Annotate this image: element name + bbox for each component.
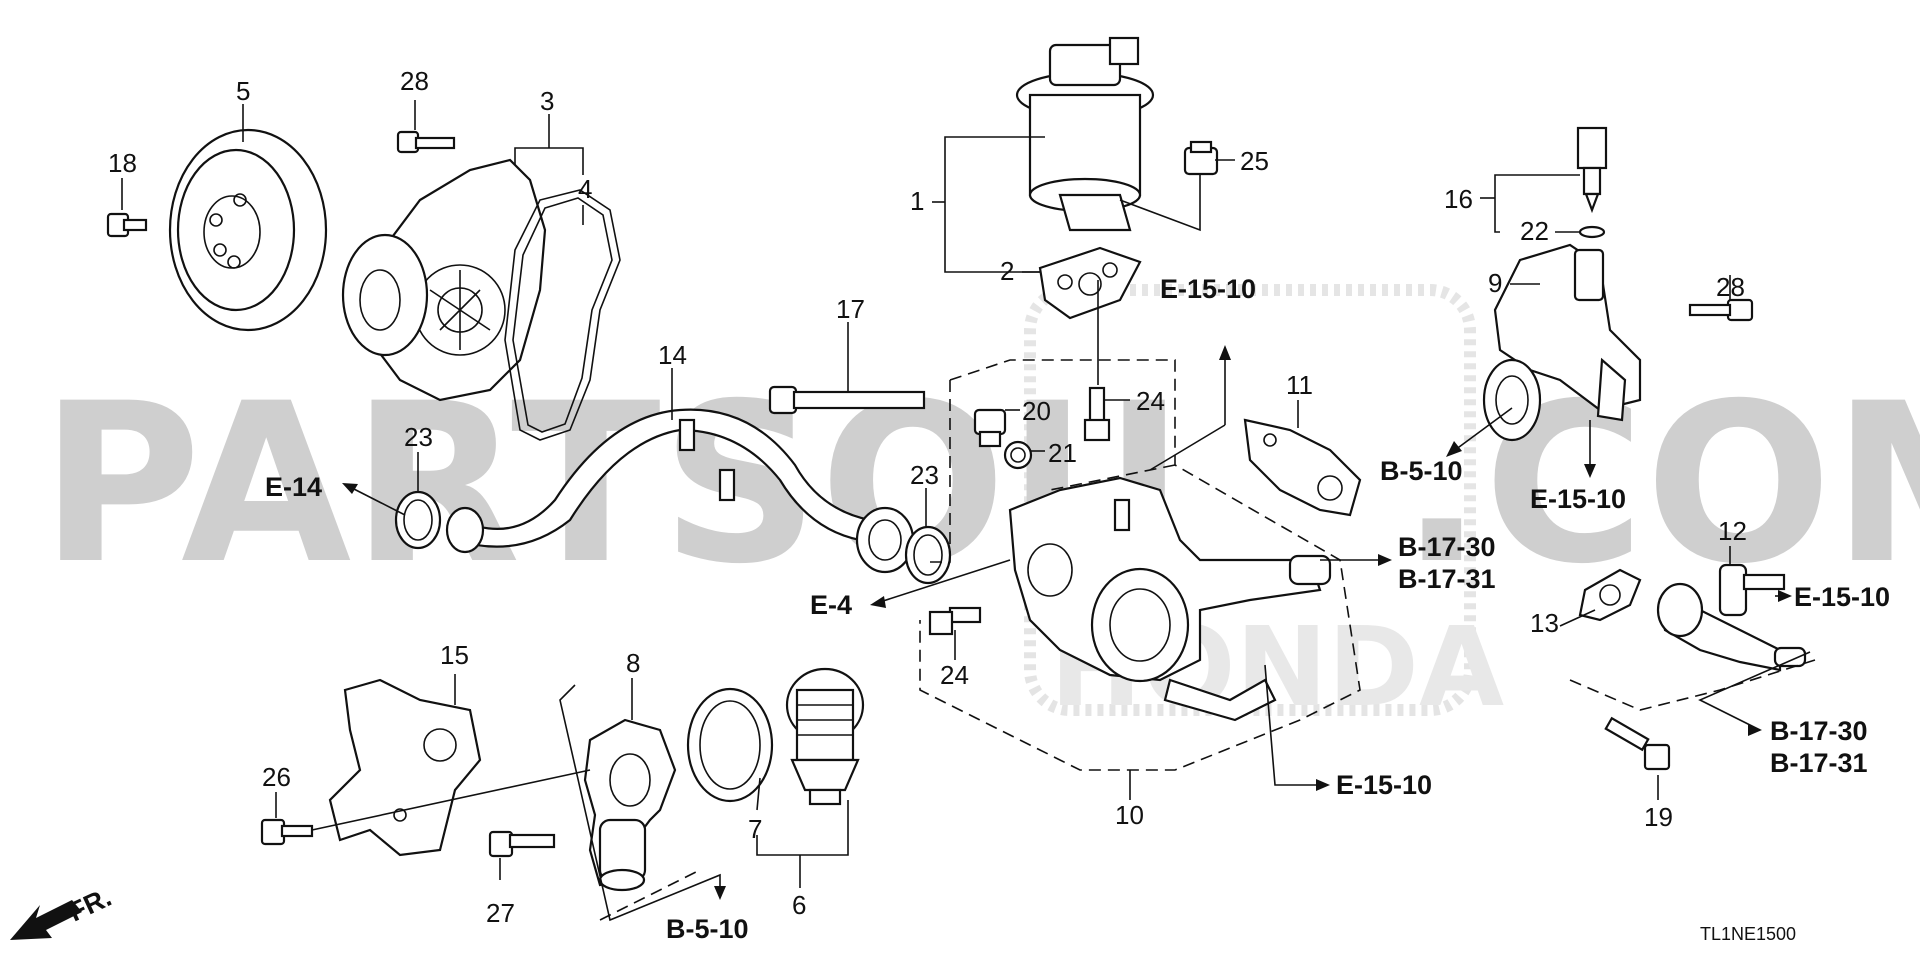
bracket-15 — [328, 678, 482, 857]
part-number-5: 5 — [236, 76, 250, 106]
water-hose-14 — [445, 408, 915, 574]
pulley-part — [168, 128, 328, 332]
ref-e-15-10-top: E-15-10 — [1160, 274, 1256, 304]
part-number-1: 1 — [910, 186, 924, 216]
part-number-17: 17 — [836, 294, 865, 324]
gasket-7 — [686, 687, 774, 803]
water-pump-part — [341, 158, 547, 402]
part-number-14: 14 — [658, 340, 687, 370]
leader-lines — [121, 100, 1731, 888]
part-number-22: 22 — [1520, 216, 1549, 246]
gasket-11 — [1243, 418, 1362, 517]
water-passage-10 — [1008, 476, 1332, 722]
part-number-21: 21 — [1048, 438, 1077, 468]
part-number-20: 20 — [1022, 396, 1051, 426]
part-number-13: 13 — [1530, 608, 1559, 638]
nut-25 — [1183, 140, 1219, 176]
part-number-labels: 5 18 28 3 4 1 2 25 16 22 9 28 17 14 23 2… — [108, 66, 1747, 928]
o-ring-21 — [1003, 440, 1033, 470]
washer-22 — [1578, 225, 1606, 239]
ref-e-14: E-14 — [265, 472, 322, 502]
part-number-28-right: 28 — [1716, 272, 1745, 302]
part-number-27: 27 — [486, 898, 515, 928]
bolt-27 — [488, 830, 556, 858]
part-number-7: 7 — [748, 814, 762, 844]
part-number-15: 15 — [440, 640, 469, 670]
ref-b-5-10-right: B-5-10 — [1380, 456, 1463, 486]
front-direction-arrow: FR. — [10, 882, 116, 940]
front-indicator-label: FR. — [64, 882, 116, 928]
egr-valve-part — [1015, 36, 1155, 232]
bolt-28-top — [396, 130, 456, 154]
o-ring-23-left — [394, 490, 442, 550]
part-number-25: 25 — [1240, 146, 1269, 176]
ref-b-17-31-right: B-17-31 — [1770, 748, 1868, 778]
part-number-3: 3 — [540, 86, 554, 116]
plug-20 — [973, 408, 1007, 448]
part-number-18: 18 — [108, 148, 137, 178]
water-pipe-12 — [1656, 563, 1807, 672]
part-number-24-bottom: 24 — [940, 660, 969, 690]
bolt-19 — [1604, 716, 1671, 771]
diagram-code: TL1NE1500 — [1700, 924, 1796, 944]
dashed-outlines — [599, 359, 1816, 921]
nipple-24-bottom — [928, 606, 982, 636]
part-number-23-right: 23 — [910, 460, 939, 490]
ref-e-4: E-4 — [810, 590, 852, 620]
bolt-17 — [768, 385, 926, 415]
bolt-18 — [106, 212, 148, 238]
part-number-10: 10 — [1115, 800, 1144, 830]
nipple-24-top — [1083, 386, 1111, 442]
o-ring-23-right — [904, 525, 952, 585]
bolt-28-right — [1688, 298, 1754, 322]
gasket-13 — [1578, 568, 1642, 622]
part-number-4: 4 — [578, 174, 592, 204]
part-number-19: 19 — [1644, 802, 1673, 832]
bolt-26 — [260, 818, 314, 846]
water-outlet-9 — [1482, 243, 1642, 442]
ref-e-15-10-right-pipe: E-15-10 — [1794, 582, 1890, 612]
part-number-8: 8 — [626, 648, 640, 678]
ref-b-17-30-center: B-17-30 — [1398, 532, 1496, 562]
water-inlet-8 — [583, 718, 677, 892]
watermark-left-text: PARTSOU — [40, 356, 1185, 612]
reference-arrows — [342, 345, 1811, 922]
part-number-28-top: 28 — [400, 66, 429, 96]
part-number-16: 16 — [1444, 184, 1473, 214]
part-number-26: 26 — [262, 762, 291, 792]
egr-gasket — [1038, 246, 1142, 320]
ref-b-17-30-right: B-17-30 — [1770, 716, 1868, 746]
part-number-11: 11 — [1286, 370, 1313, 400]
ref-e-15-10-bottom: E-15-10 — [1336, 770, 1432, 800]
part-number-2: 2 — [1000, 256, 1014, 286]
reference-labels: E-15-10 E-14 E-4 B-17-30 B-17-31 E-15-10… — [265, 274, 1890, 944]
ref-b-17-31-center: B-17-31 — [1398, 564, 1496, 594]
part-number-23-left: 23 — [404, 422, 433, 452]
temperature-sensor-16 — [1576, 126, 1608, 214]
ref-e-15-10-right-mid: E-15-10 — [1530, 484, 1626, 514]
part-number-12: 12 — [1718, 516, 1747, 546]
part-number-9: 9 — [1488, 268, 1502, 298]
watermark: PARTSOU .COM HONDA — [40, 284, 1920, 731]
part-number-24-top: 24 — [1136, 386, 1165, 416]
ref-b-5-10-bottom: B-5-10 — [666, 914, 749, 944]
water-pump-gasket — [504, 189, 621, 441]
part-number-6: 6 — [792, 890, 806, 920]
thermostat-6 — [785, 667, 865, 806]
